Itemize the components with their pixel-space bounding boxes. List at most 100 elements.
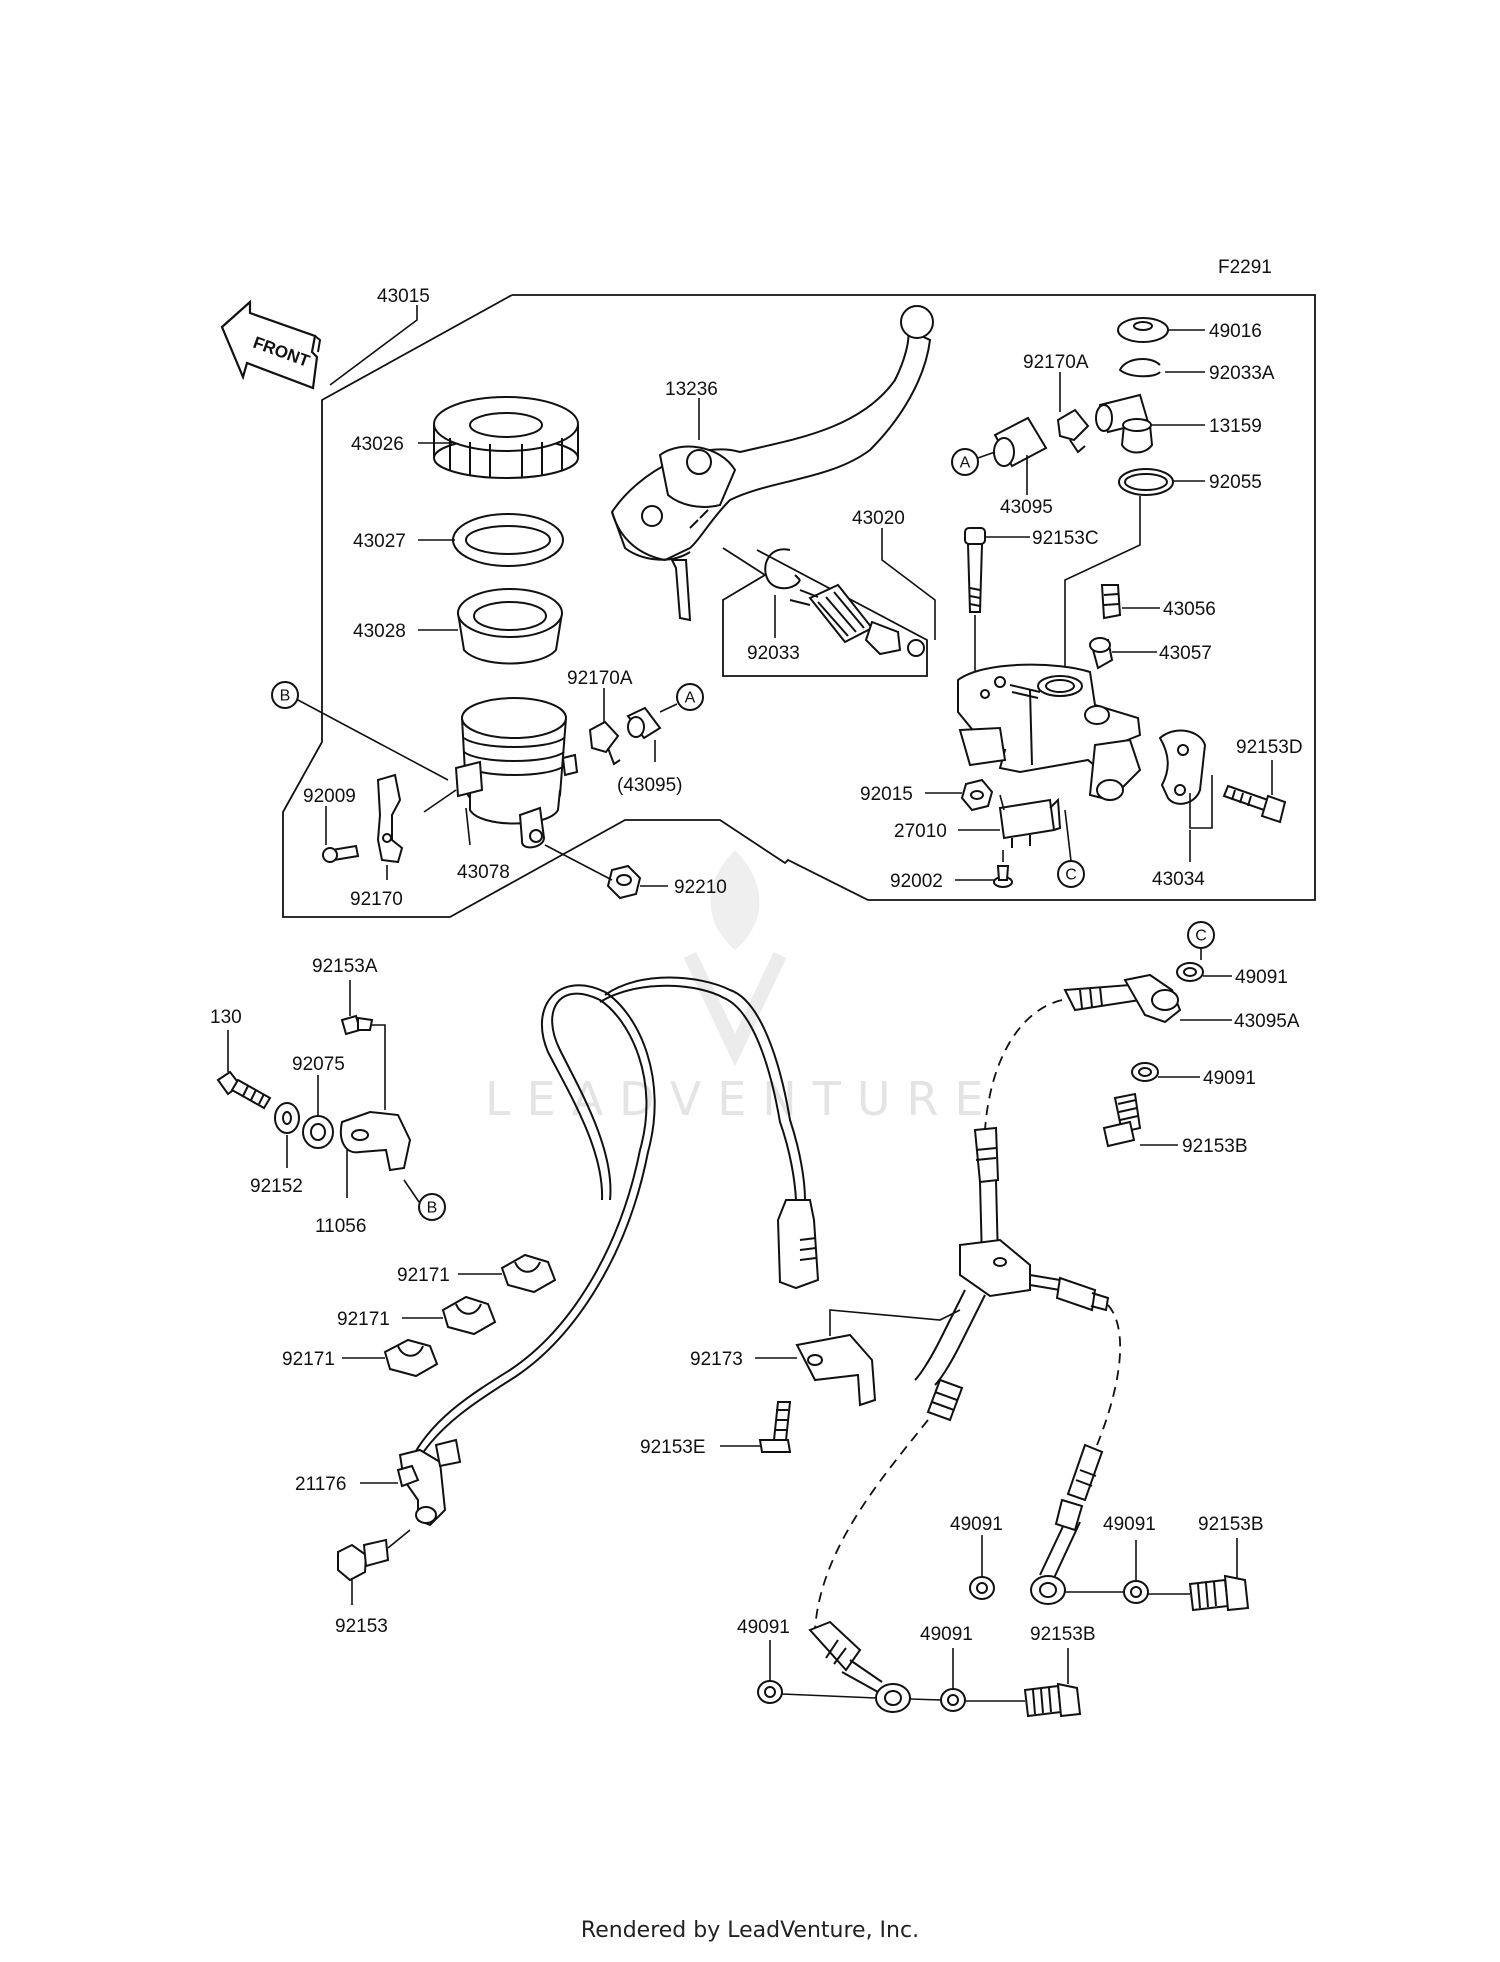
label-92033a: 92033A <box>1209 363 1275 384</box>
label-92153a: 92153A <box>312 956 378 977</box>
brake-switch-27010 <box>998 797 1062 848</box>
clamp-43034 <box>1158 729 1207 805</box>
label-92152: 92152 <box>250 1176 303 1197</box>
label-43056: 43056 <box>1163 599 1216 620</box>
diaphragm-plate <box>452 513 564 567</box>
ref-b-top: B <box>280 688 291 705</box>
bolt-92153b-b <box>1188 1574 1250 1612</box>
label-13236: 13236 <box>665 379 718 400</box>
leader-43034 <box>1189 775 1213 829</box>
oring-92055 <box>1118 468 1174 496</box>
label-49091-a: 49091 <box>1235 967 1288 988</box>
brake-lever <box>610 305 934 622</box>
cap-49016 <box>1117 317 1169 343</box>
label-43026: 43026 <box>351 434 404 455</box>
label-92153c: 92153C <box>1032 528 1099 549</box>
speed-sensor-21176 <box>396 1438 462 1527</box>
banjo-lower-left <box>875 1683 911 1713</box>
label-92153b-a: 92153B <box>1182 1136 1248 1157</box>
label-92153: 92153 <box>335 1616 388 1637</box>
label-49091-b: 49091 <box>1203 1068 1256 1089</box>
label-130: 130 <box>210 1007 242 1028</box>
label-43020: 43020 <box>852 508 905 529</box>
label-92002: 92002 <box>890 871 943 892</box>
label-43027: 43027 <box>353 531 406 552</box>
label-21176: 21176 <box>295 1474 346 1495</box>
leader-92173-to-hose <box>829 1309 961 1336</box>
label-92210: 92210 <box>674 877 727 898</box>
sensor-connector <box>776 1199 820 1290</box>
ref-marker-a-mid <box>676 683 704 711</box>
leader-92153a-bracket <box>372 1024 386 1110</box>
label-92153b-b: 92153B <box>1198 1514 1264 1535</box>
label-11056: 11056 <box>315 1216 366 1237</box>
label-92055: 92055 <box>1209 472 1262 493</box>
bolt-92153b-a <box>1102 1092 1142 1148</box>
footer-credit: Rendered by LeadVenture, Inc. <box>580 1918 920 1943</box>
leader-27010-up <box>999 794 1005 811</box>
ref-c-body: C <box>1065 867 1077 884</box>
hose-dashed-left <box>814 1419 929 1631</box>
sensor-cable-top-outer <box>599 984 797 1201</box>
hose-right-fitting <box>1055 1276 1110 1312</box>
assembly-frame <box>282 294 1316 918</box>
label-92153b-c: 92153B <box>1030 1624 1096 1645</box>
label-27010: 27010 <box>894 821 947 842</box>
hose-right-arm <box>1029 1274 1061 1291</box>
label-92153e: 92153E <box>640 1437 706 1458</box>
front-arrow-icon: FRONT <box>220 299 322 390</box>
label-43095-paren: (43095) <box>617 775 683 796</box>
bracket-92173 <box>795 1333 877 1407</box>
ref-marker-b-top <box>271 681 299 709</box>
grommet-92075 <box>302 1115 334 1149</box>
hose-piece-43095-top <box>993 416 1048 468</box>
washer-49091-e <box>757 1680 783 1704</box>
label-92015: 92015 <box>860 784 913 805</box>
leader-a-top <box>977 451 996 459</box>
leader-43078-a <box>423 789 457 813</box>
label-49016: 49016 <box>1209 321 1262 342</box>
label-43078: 43078 <box>457 862 510 883</box>
ref-a-mid: A <box>685 690 696 707</box>
leader-b-top <box>297 699 449 781</box>
ref-marker-a-top <box>951 448 979 476</box>
bleeder-43056 <box>1100 584 1122 620</box>
label-92171-3: 92171 <box>282 1349 335 1370</box>
label-92009: 92009 <box>303 786 356 807</box>
clip-92170a-top <box>1056 408 1090 454</box>
label-43057: 43057 <box>1159 643 1212 664</box>
figure-code: F2291 <box>1218 257 1272 278</box>
clip-92171-2 <box>441 1295 497 1336</box>
washer-92152 <box>274 1102 300 1134</box>
nut-92210 <box>606 864 642 900</box>
label-92170a-mid: 92170A <box>567 668 633 689</box>
leader-washer-e-banjo <box>781 1693 877 1699</box>
clip-92033a <box>1118 358 1161 378</box>
bolt-92153a <box>340 1014 374 1036</box>
label-92171-2: 92171 <box>337 1309 390 1330</box>
bolt-130 <box>216 1070 272 1110</box>
washer-49091-a <box>1176 962 1204 982</box>
washer-49091-c <box>969 1576 995 1600</box>
ref-c-hose: C <box>1195 928 1207 945</box>
watermark-text: LEADVENTURE <box>485 1072 1000 1126</box>
bolt-92153e <box>758 1401 792 1453</box>
hose-piece-43095-mid <box>626 706 662 740</box>
label-49091-d: 49091 <box>1103 1514 1156 1535</box>
banjo-43095a <box>1063 973 1182 1024</box>
label-49091-c: 49091 <box>950 1514 1003 1535</box>
leader-43015 <box>329 305 418 386</box>
washer-49091-f <box>940 1688 966 1712</box>
cap-43057 <box>1089 637 1114 670</box>
leader-43078-b <box>465 807 471 846</box>
leader-92153-up <box>387 1529 411 1549</box>
ref-marker-b-bottom <box>418 1193 446 1221</box>
ref-a-top: A <box>960 455 971 472</box>
reservoir-body <box>454 697 579 849</box>
clip-92171-1 <box>500 1253 557 1294</box>
master-cylinder-body <box>957 663 1142 802</box>
hose-lower-left <box>808 1620 883 1693</box>
leader-banjo-washer-f <box>909 1698 942 1701</box>
diaphragm <box>456 588 564 665</box>
